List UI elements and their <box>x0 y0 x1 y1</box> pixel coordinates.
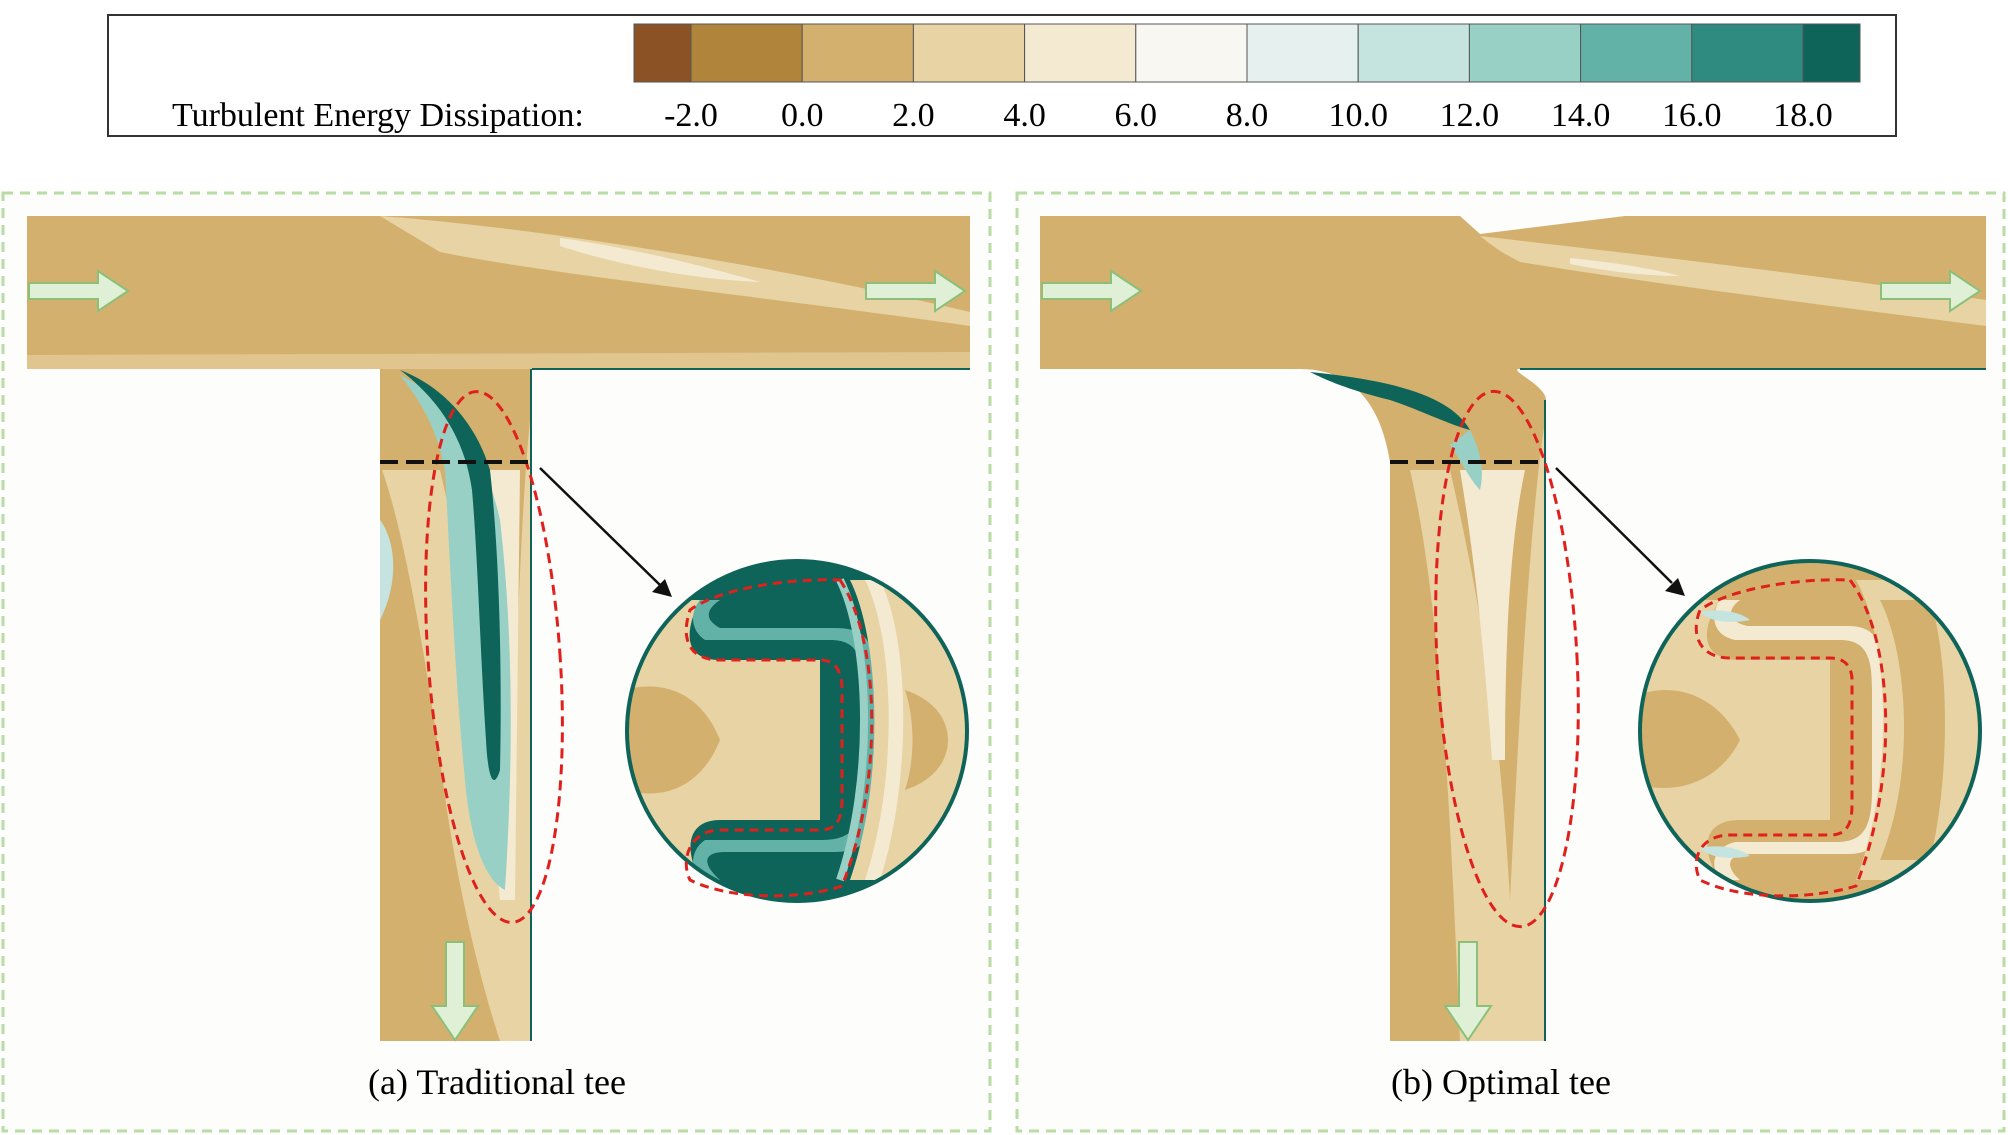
legend-swatch <box>801 23 914 83</box>
pointer-line-a <box>539 467 661 586</box>
inset-highlight-a <box>684 578 874 898</box>
pointer-arrowhead-b <box>1665 578 1685 596</box>
branch-a-dissipation-core <box>400 370 501 780</box>
panel-optimal-tee: (b) Optimal tee <box>1015 191 2006 1133</box>
legend-tick-label: 6.0 <box>1115 97 1158 134</box>
branch-b-cyan-halo <box>1450 430 1482 490</box>
main-pipe-b <box>1040 216 1986 369</box>
legend-swatch <box>1357 23 1470 83</box>
legend-swatch <box>633 23 692 83</box>
legend-swatch <box>690 23 803 83</box>
legend-swatch <box>1802 23 1861 83</box>
legend-tick-label: 14.0 <box>1551 97 1611 134</box>
legend-tick-label: 8.0 <box>1226 97 1269 134</box>
inset-highlight-b <box>1694 578 1888 898</box>
outlet-arrow-b-right <box>1880 269 1982 313</box>
legend-tick-label: -2.0 <box>664 97 718 134</box>
legend-swatch <box>1468 23 1582 83</box>
legend-tick-label: 0.0 <box>781 97 824 134</box>
legend-tick-label: 16.0 <box>1662 97 1722 134</box>
legend-swatch <box>1580 23 1693 83</box>
legend-title: Turbulent Energy Dissipation: <box>172 97 584 134</box>
legend-swatch <box>1135 23 1248 83</box>
legend-swatch <box>1024 23 1137 83</box>
branch-b-pale-zone <box>1460 470 1525 760</box>
caption-b: (b) Optimal tee <box>1391 1062 1611 1102</box>
legend-tick-label: 18.0 <box>1773 97 1833 134</box>
highlight-ellipse-a <box>424 390 564 924</box>
main-pipe-a-pale-streak <box>560 238 760 282</box>
branch-a-pale-left <box>380 520 394 620</box>
outlet-arrow-a-right <box>865 269 967 313</box>
panel-traditional-tee: (a) Traditional tee <box>1 191 992 1133</box>
caption-a: (a) Traditional tee <box>368 1062 626 1102</box>
pointer-line-b <box>1555 467 1673 584</box>
legend-tick-label: 10.0 <box>1328 97 1388 134</box>
branch-b-light-zone <box>1410 420 1545 1041</box>
inlet-arrow-a <box>28 269 130 313</box>
legend-ticks: -2.0 0.0 2.0 4.0 6.0 8.0 10.0 12.0 14.0 16.0 18.0 <box>664 97 1833 134</box>
colorbar-legend: Turbulent Energy Dissipation: -2.0 0.0 2.0… <box>107 14 1897 137</box>
legend-tick-label: 4.0 <box>1003 97 1046 134</box>
highlight-ellipse-b <box>1434 389 1580 929</box>
legend-swatch <box>912 23 1026 83</box>
legend-swatches <box>633 23 1861 83</box>
cross-section-outline-b <box>1638 559 1982 903</box>
main-pipe-b-light-band <box>1480 236 1986 326</box>
cross-section-inset-a <box>627 561 967 901</box>
legend-swatch <box>1691 23 1804 83</box>
cross-section-outline-a <box>625 559 969 903</box>
outlet-arrow-a-down <box>430 941 480 1042</box>
inlet-arrow-b <box>1041 269 1143 313</box>
branch-a-light-zone <box>382 420 530 1041</box>
legend-swatch <box>1246 23 1359 83</box>
pointer-arrowhead-a <box>652 579 672 597</box>
legend-tick-label: 12.0 <box>1440 97 1500 134</box>
outlet-arrow-b-down <box>1443 941 1493 1042</box>
main-pipe-a-bottom-band <box>27 352 970 369</box>
branch-b-teal-streak <box>1310 372 1470 430</box>
main-pipe-b-pale-streak <box>1570 258 1680 276</box>
legend-tick-label: 2.0 <box>892 97 935 134</box>
